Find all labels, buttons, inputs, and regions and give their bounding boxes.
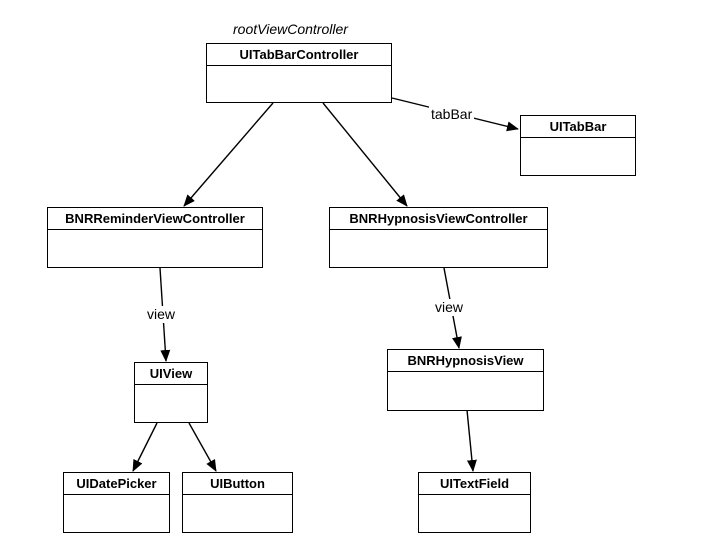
class-box-bnrreminderviewcontroller: BNRReminderViewController — [47, 207, 263, 268]
class-name-bnrhypnosisview: BNRHypnosisView — [388, 350, 543, 372]
class-name-uidatepicker: UIDatePicker — [64, 473, 169, 495]
edge-label-tabbar: tabBar — [429, 106, 475, 123]
edge-uiview-to-datepicker — [132, 422, 158, 472]
class-name-uitabbarcontroller: UITabBarController — [207, 44, 391, 66]
edge-label-reminder-view: view — [145, 306, 178, 323]
class-name-bnrreminderviewcontroller: BNRReminderViewController — [48, 208, 262, 230]
edge-tabbarcontroller-to-hypnosis-vc — [322, 102, 408, 207]
edge-uiview-to-button — [188, 422, 217, 472]
class-box-uidatepicker: UIDatePicker — [63, 472, 170, 533]
edge-tabbarcontroller-to-reminder — [183, 102, 274, 207]
class-box-uiview: UIView — [134, 362, 208, 423]
class-box-uibutton: UIButton — [182, 472, 293, 533]
class-name-uitextfield: UITextField — [419, 473, 530, 495]
class-box-bnrhypnosisviewcontroller: BNRHypnosisViewController — [329, 207, 548, 268]
class-name-uibutton: UIButton — [183, 473, 292, 495]
class-name-uiview: UIView — [135, 363, 207, 385]
edge-hypnosis-view-to-textfield — [466, 409, 477, 472]
class-box-uitabbarcontroller: UITabBarController — [206, 43, 392, 103]
class-box-uitextfield: UITextField — [418, 472, 531, 533]
class-box-bnrhypnosisview: BNRHypnosisView — [387, 349, 544, 411]
edge-label-hypnosis-view: view — [433, 299, 466, 316]
class-name-uitabbar: UITabBar — [521, 116, 635, 138]
root-view-controller-label: rootViewController — [233, 21, 348, 37]
class-name-bnrhypnosisviewcontroller: BNRHypnosisViewController — [330, 208, 547, 230]
class-box-uitabbar: UITabBar — [520, 115, 636, 176]
